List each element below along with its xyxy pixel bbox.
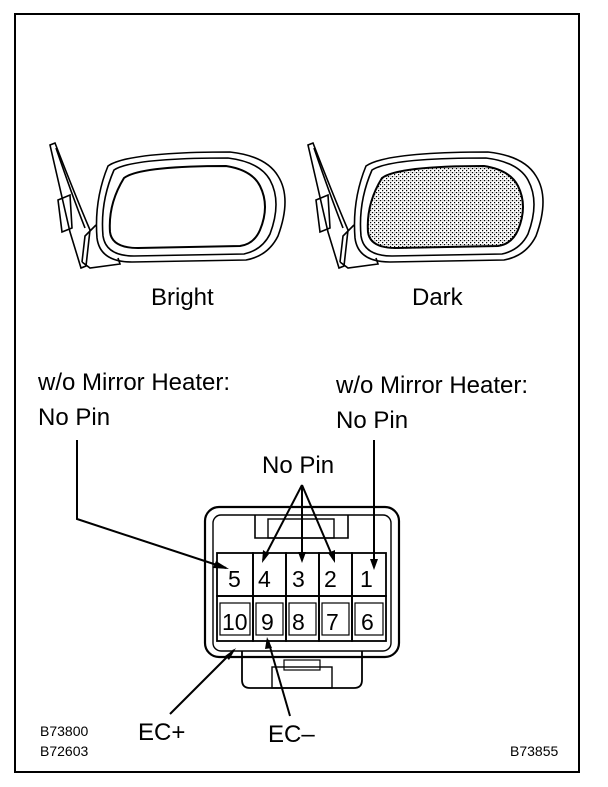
leader-center-pin4 [262, 484, 303, 561]
leader-ec-plus [169, 649, 235, 715]
arrowhead-center-pin3 [298, 552, 306, 563]
arrow-heads [213, 550, 378, 660]
figure-code-3: B73855 [510, 743, 558, 759]
figure-code-2: B72603 [40, 743, 88, 759]
center-nopin-label: No Pin [262, 452, 334, 479]
dark-label: Dark [412, 284, 464, 311]
bright-mirror [49, 141, 286, 270]
right-nopin-label: No Pin [336, 407, 408, 434]
left-nopin-label: No Pin [38, 404, 110, 431]
leader-center-pin2 [301, 484, 335, 561]
leader-ec-minus [267, 639, 291, 717]
pin-1: 1 [360, 566, 373, 592]
pin-4: 4 [258, 566, 271, 592]
left-heater-label: w/o Mirror Heater: [37, 369, 230, 396]
pin-10: 10 [222, 609, 248, 635]
leader-left-nopin [76, 440, 227, 569]
leader-lines [76, 440, 375, 717]
figure-code-1: B73800 [40, 723, 88, 739]
pin-2: 2 [324, 566, 337, 592]
bright-label: Bright [151, 284, 214, 311]
ec-plus-label: EC+ [138, 719, 185, 746]
right-heater-label: w/o Mirror Heater: [335, 372, 528, 399]
arrowhead-center-pin4 [262, 550, 269, 563]
arrowhead-ec-plus [225, 648, 236, 660]
outer-frame [14, 13, 580, 773]
arrowhead-right-nopin [370, 559, 378, 570]
pin-7: 7 [326, 609, 339, 635]
arrowhead-ec-minus [265, 637, 272, 649]
arrowhead-center-pin2 [328, 550, 335, 563]
pin-8: 8 [292, 609, 305, 635]
pin-6: 6 [361, 609, 374, 635]
arrowhead-left-nopin [213, 561, 229, 569]
pin-5: 5 [228, 566, 241, 592]
ec-minus-label: EC– [268, 721, 315, 748]
dark-mirror [307, 141, 544, 270]
pin-3: 3 [292, 566, 305, 592]
pin-9: 9 [261, 609, 274, 635]
